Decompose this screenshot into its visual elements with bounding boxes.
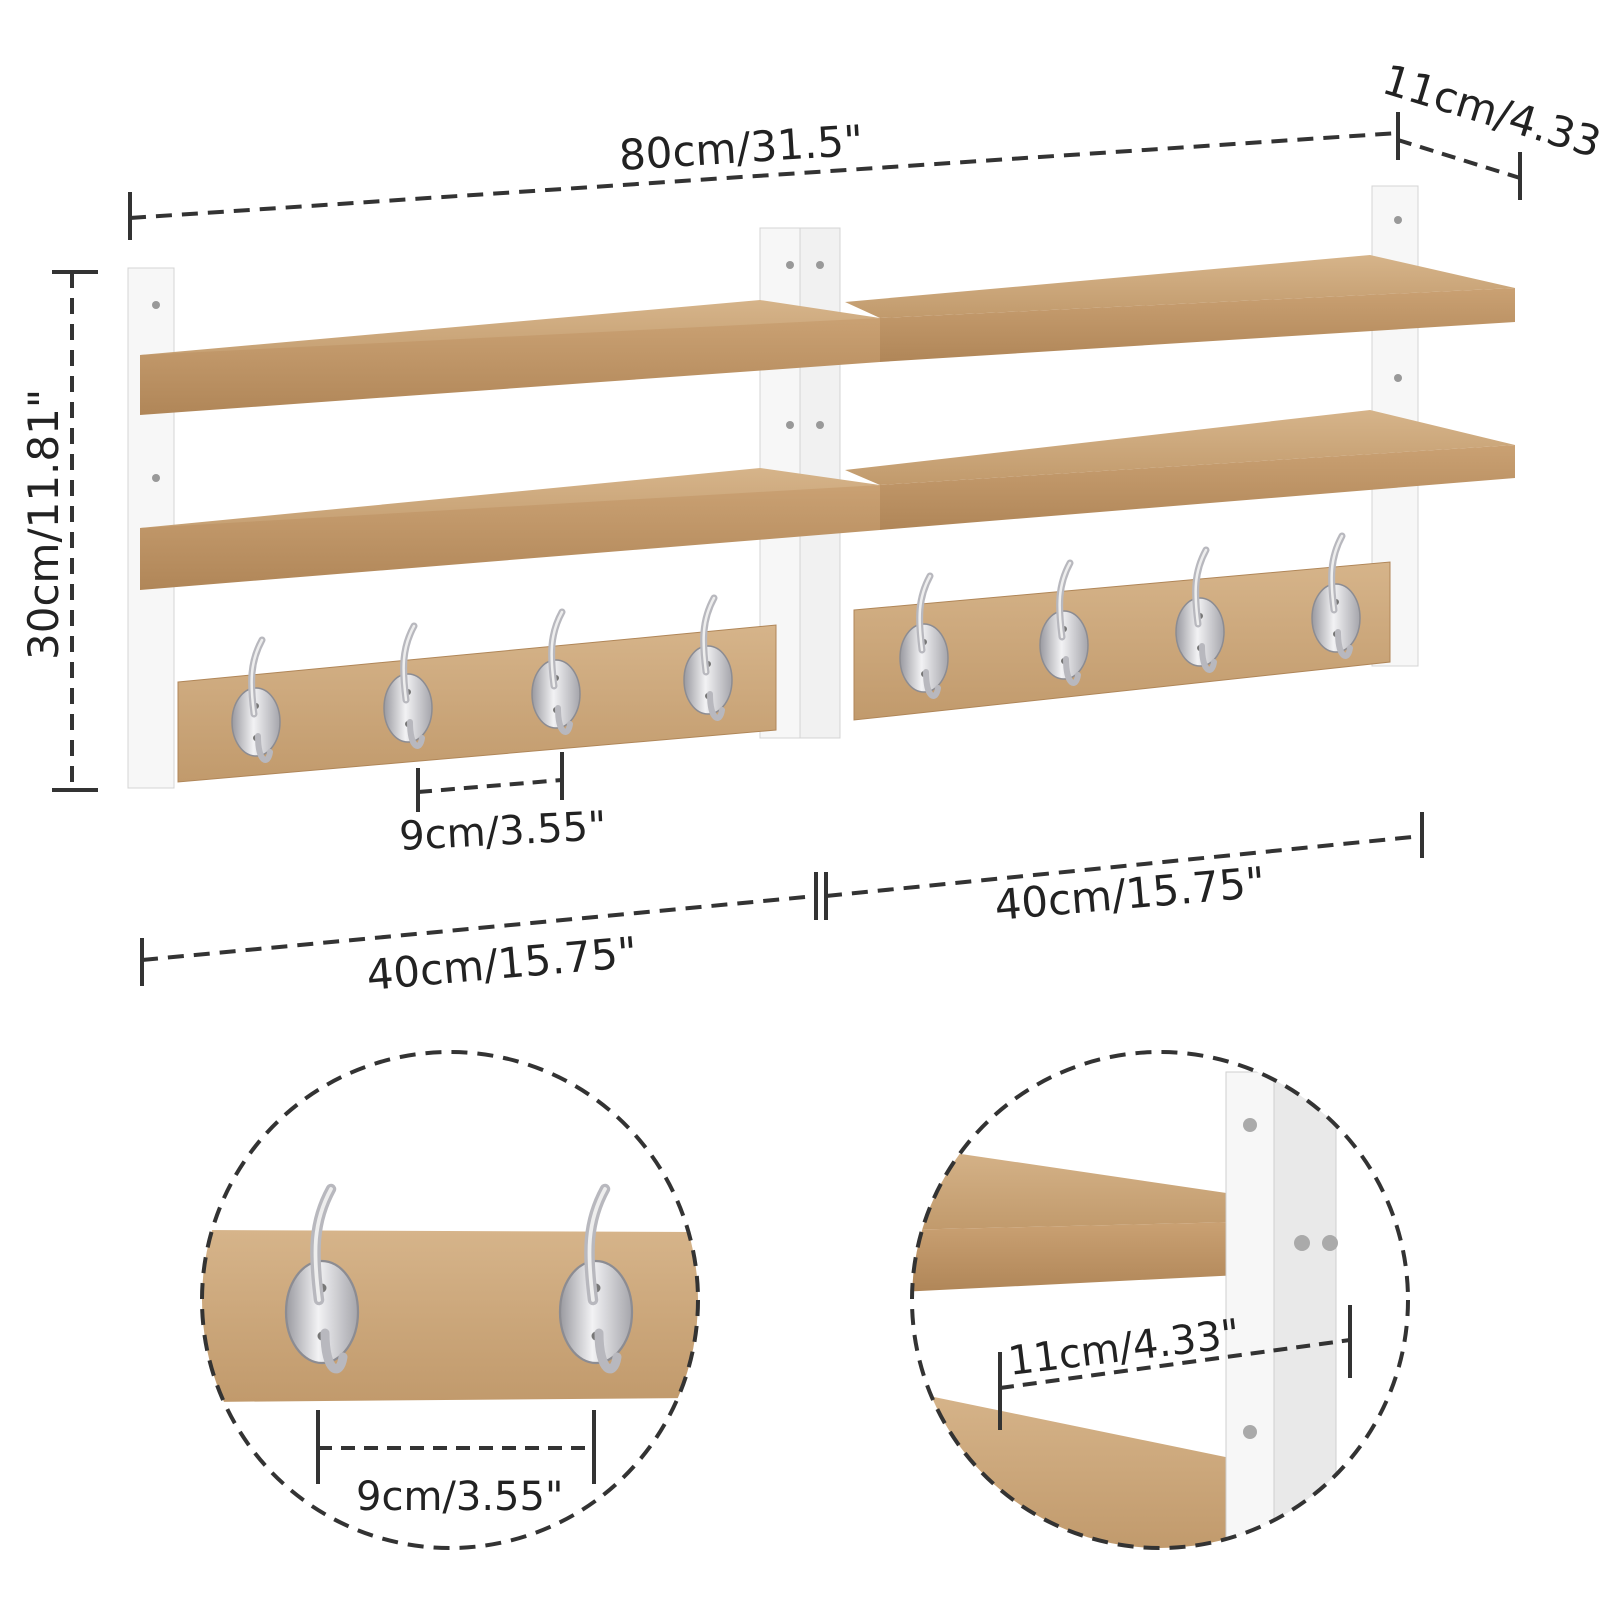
- dimension-lines: [52, 112, 1522, 986]
- hook-right-4: [1312, 536, 1360, 656]
- left-unit-width-label: 40cm/15.75": [365, 928, 639, 1000]
- left-width-line: [141, 894, 817, 962]
- total-width-label: 80cm/31.5": [618, 116, 865, 180]
- hook-spacing-label: 9cm/3.55": [398, 803, 607, 860]
- hook-left-1: [232, 640, 280, 760]
- hook-right-2: [1040, 563, 1088, 683]
- shelf-left-top: [140, 300, 880, 415]
- hook-right-1: [900, 576, 948, 696]
- depth-line-top: [1397, 138, 1521, 180]
- hook-detail-circle: 9cm/3.55": [200, 1050, 700, 1550]
- shelf-detail-circle: 11cm/4.33": [910, 1050, 1410, 1550]
- hook-left-3: [532, 612, 580, 732]
- shelf-assembly: [127, 185, 1515, 789]
- shelf-right-bottom: [845, 410, 1515, 530]
- total-width-line: [129, 131, 1399, 220]
- shelf-right-top: [845, 255, 1515, 362]
- height-label: 30cm/11.81": [19, 389, 68, 660]
- hook-left-4: [684, 598, 732, 718]
- hook-board-left: [177, 624, 777, 783]
- hook-left-2: [384, 626, 432, 746]
- right-width-line: [825, 834, 1423, 898]
- depth-label-top: 11cm/4.33": [1377, 55, 1600, 173]
- shelf-left-bottom: [140, 468, 880, 590]
- hook-detail-spacing-label: 9cm/3.55": [356, 1474, 563, 1520]
- hook-spacing-line: [417, 778, 563, 794]
- hook-board-right: [853, 561, 1391, 721]
- hook-right-3: [1176, 550, 1224, 670]
- right-unit-width-label: 40cm/15.75": [993, 858, 1267, 930]
